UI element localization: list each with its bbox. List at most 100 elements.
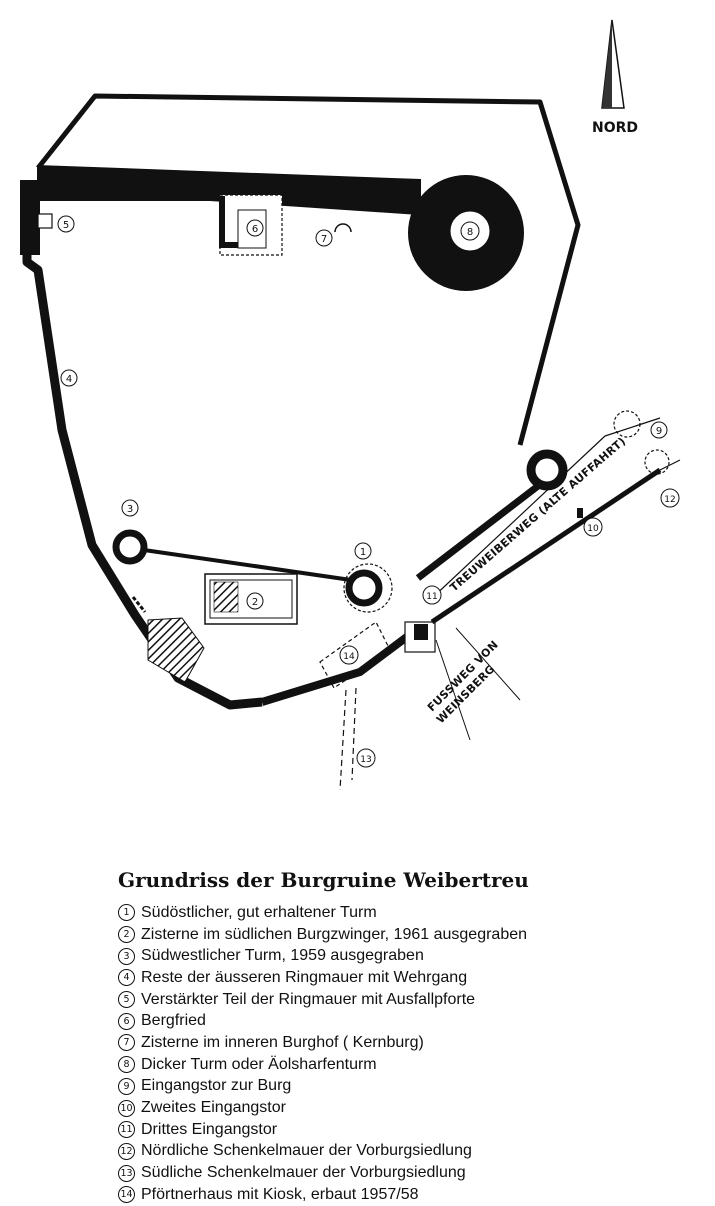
north-arrow-icon: NORD bbox=[592, 19, 638, 136]
svg-text:4: 4 bbox=[66, 374, 72, 385]
south-flank-wall-dashed bbox=[339, 687, 357, 791]
marker-13: 13 bbox=[356, 748, 376, 768]
marker-14: 14 bbox=[339, 645, 359, 665]
page-title: Grundriss der Burgruine Weibertreu bbox=[118, 868, 529, 892]
svg-text:1: 1 bbox=[360, 547, 366, 558]
reinforced-wall-section bbox=[20, 180, 40, 255]
legend-item: 6 Bergfried bbox=[118, 1010, 708, 1032]
legend-text: Zisterne im inneren Burghof ( Kernburg) bbox=[141, 1033, 424, 1051]
legend-number: 1 bbox=[118, 904, 135, 922]
marker-6: 6 bbox=[246, 219, 264, 237]
svg-text:14: 14 bbox=[343, 652, 355, 662]
legend-text: Eingangstor zur Burg bbox=[141, 1077, 292, 1095]
map-markers: 1 2 3 4 5 6 7 8 9 10 11 12 13 14 bbox=[57, 215, 680, 768]
legend-item: 14 Pförtnerhaus mit Kiosk, erbaut 1957/58 bbox=[118, 1184, 708, 1206]
legend-item: 3 Südwestlicher Turm, 1959 ausgegraben bbox=[118, 945, 708, 967]
legend-item: 2 Zisterne im südlichen Burgzwinger, 1961… bbox=[118, 924, 708, 946]
legend-item: 10 Zweites Eingangstor bbox=[118, 1097, 708, 1119]
marker-7: 7 bbox=[315, 229, 333, 247]
legend-text: Dicker Turm oder Äolsharfenturm bbox=[141, 1055, 377, 1073]
legend-text: Südliche Schenkelmauer der Vorburgsiedlu… bbox=[141, 1164, 466, 1182]
marker-5: 5 bbox=[57, 215, 75, 233]
legend-text: Südöstlicher, gut erhaltener Turm bbox=[141, 903, 377, 921]
east-gate-wall bbox=[415, 483, 541, 581]
legend: Grundriss der Burgruine Weibertreu 1 Südö… bbox=[118, 868, 708, 1206]
marker-9: 9 bbox=[650, 421, 668, 439]
legend-text: Nördliche Schenkelmauer der Vorburgsiedl… bbox=[141, 1142, 472, 1160]
svg-text:9: 9 bbox=[656, 426, 662, 437]
legend-item: 9 Eingangstor zur Burg bbox=[118, 1076, 708, 1098]
marker-2: 2 bbox=[246, 592, 264, 610]
marker-4: 4 bbox=[60, 369, 78, 387]
legend-item: 7 Zisterne im inneren Burghof ( Kernburg) bbox=[118, 1032, 708, 1054]
outer-ring-wall bbox=[36, 93, 581, 446]
legend-text: Zisterne im südlichen Burgzwinger, 1961 … bbox=[141, 925, 528, 943]
legend-item: 11 Drittes Eingangstor bbox=[118, 1119, 708, 1141]
legend-item: 5 Verstärkter Teil der Ringmauer mit Ausf… bbox=[118, 989, 708, 1011]
legend-number: 13 bbox=[118, 1164, 135, 1182]
legend-number: 7 bbox=[118, 1034, 135, 1052]
legend-number: 12 bbox=[118, 1142, 135, 1160]
southeast-tower bbox=[343, 563, 393, 613]
legend-text: Reste der äusseren Ringmauer mit Wehrgan… bbox=[141, 968, 468, 986]
legend-number: 8 bbox=[118, 1056, 135, 1074]
north-label: NORD bbox=[592, 120, 638, 136]
legend-text: Südwestlicher Turm, 1959 ausgegraben bbox=[141, 947, 424, 965]
legend-item: 13 Südliche Schenkelmauer der Vorburgsied… bbox=[118, 1162, 708, 1184]
legend-number: 10 bbox=[118, 1099, 135, 1117]
sally-port bbox=[37, 213, 53, 229]
west-ring-wall bbox=[22, 180, 263, 710]
legend-item: 8 Dicker Turm oder Äolsharfenturm bbox=[118, 1054, 708, 1076]
svg-text:2: 2 bbox=[252, 597, 258, 608]
legend-text: Zweites Eingangstor bbox=[141, 1099, 286, 1117]
legend-number: 14 bbox=[118, 1186, 135, 1204]
legend-number: 11 bbox=[118, 1121, 135, 1139]
legend-number: 5 bbox=[118, 991, 135, 1009]
marker-8: 8 bbox=[460, 221, 480, 241]
road-extension bbox=[604, 417, 681, 471]
marker-3: 3 bbox=[121, 499, 139, 517]
footpath-edges bbox=[435, 627, 521, 741]
legend-text: Drittes Eingangstor bbox=[141, 1120, 278, 1138]
legend-item: 1 Südöstlicher, gut erhaltener Turm bbox=[118, 902, 708, 924]
gatekeeper-house bbox=[319, 621, 391, 689]
road-edge-south-wall bbox=[430, 467, 662, 625]
legend-number: 2 bbox=[118, 926, 135, 944]
gate-pillar bbox=[414, 624, 428, 640]
road-edge-north bbox=[429, 435, 606, 601]
castle-floor-plan: NORD bbox=[20, 19, 681, 791]
svg-text:13: 13 bbox=[360, 755, 371, 765]
svg-text:11: 11 bbox=[426, 592, 437, 602]
legend-text: Verstärkter Teil der Ringmauer mit Ausfa… bbox=[141, 990, 476, 1008]
north-flank-wall-outline bbox=[644, 449, 670, 475]
marker-11: 11 bbox=[422, 585, 442, 605]
inner-south-wall bbox=[143, 548, 352, 582]
legend-item: 12 Nördliche Schenkelmauer der Vorburgsie… bbox=[118, 1141, 708, 1163]
svg-text:12: 12 bbox=[664, 495, 675, 505]
small-wall-stub bbox=[131, 596, 147, 613]
svg-text:6: 6 bbox=[252, 224, 258, 235]
marker-10: 10 bbox=[583, 517, 603, 537]
inner-cistern bbox=[334, 223, 352, 233]
legend-text: Pförtnerhaus mit Kiosk, erbaut 1957/58 bbox=[141, 1185, 419, 1203]
svg-text:7: 7 bbox=[321, 234, 327, 245]
hatched-ruin-area bbox=[147, 617, 205, 683]
marker-12: 12 bbox=[660, 488, 680, 508]
legend-number: 3 bbox=[118, 947, 135, 965]
legend-number: 6 bbox=[118, 1012, 135, 1030]
svg-text:10: 10 bbox=[587, 524, 599, 534]
svg-text:3: 3 bbox=[127, 504, 133, 515]
svg-text:8: 8 bbox=[467, 227, 473, 238]
gate-nine-outline bbox=[613, 410, 641, 438]
south-gate-wall bbox=[260, 632, 411, 706]
legend-text: Bergfried bbox=[141, 1012, 206, 1030]
svg-text:5: 5 bbox=[63, 220, 69, 231]
legend-number: 4 bbox=[118, 969, 135, 987]
second-gate-mark bbox=[577, 508, 583, 518]
legend-number: 9 bbox=[118, 1077, 135, 1095]
legend-item: 4 Reste der äusseren Ringmauer mit Wehrga… bbox=[118, 967, 708, 989]
marker-1: 1 bbox=[354, 542, 372, 560]
southwest-tower bbox=[112, 529, 148, 565]
east-tower bbox=[526, 449, 568, 491]
